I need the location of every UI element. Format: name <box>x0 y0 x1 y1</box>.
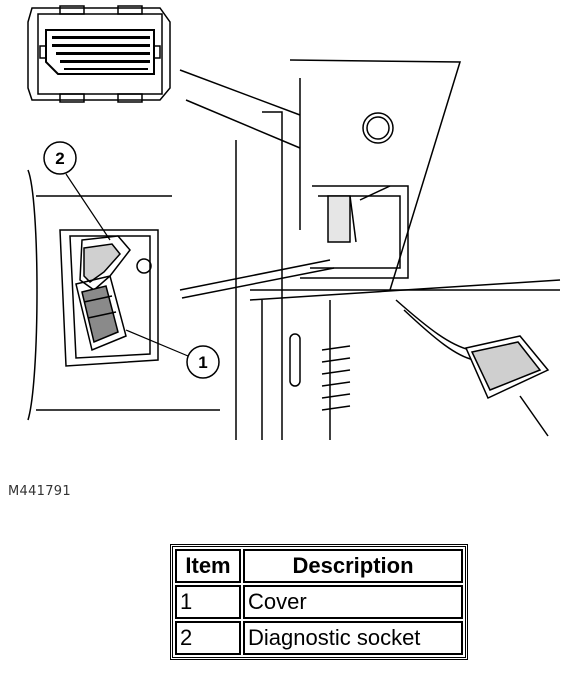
diagnostic-socket-illustration: 2 1 <box>27 5 561 440</box>
socket-body <box>75 275 127 352</box>
panel-vent-slots <box>321 345 351 411</box>
connector-pins <box>52 36 150 70</box>
callout-1: 1 <box>125 329 220 379</box>
figure-id: M441791 <box>8 484 71 499</box>
callout-2: 2 <box>43 141 111 241</box>
item-number: 1 <box>175 585 241 619</box>
item-description: Diagnostic socket <box>243 621 463 655</box>
header-description: Description <box>243 549 463 583</box>
item-description: Cover <box>243 585 463 619</box>
svg-text:1: 1 <box>198 353 207 372</box>
table-row: 2 Diagnostic socket <box>175 621 463 655</box>
socket-enlargement <box>27 169 335 421</box>
pedal <box>395 299 550 437</box>
table-row: 1 Cover <box>175 585 463 619</box>
item-number: 2 <box>175 621 241 655</box>
svg-text:2: 2 <box>55 149 64 168</box>
connector-detail-inset <box>27 5 171 103</box>
socket-cover <box>79 235 131 291</box>
dashboard-lower-panel <box>179 59 561 440</box>
legend-table: Item Description 1 Cover 2 Diagnostic so… <box>170 544 468 660</box>
header-item: Item <box>175 549 241 583</box>
legend-header-row: Item Description <box>175 549 463 583</box>
